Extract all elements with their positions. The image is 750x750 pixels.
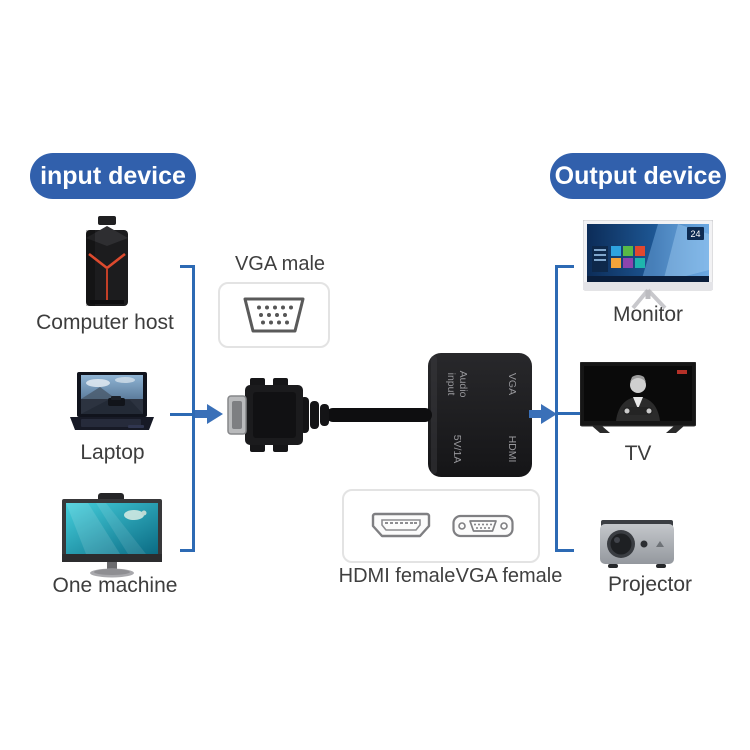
tv-image [579,361,697,438]
output-arrow-shaft [529,410,541,418]
output-bracket-bottom-tick [556,549,574,552]
adapter-vga-port-label: VGA [505,372,518,396]
input-arrow-shaft [195,410,207,418]
input-bracket-mid-line [170,413,194,416]
laptop-label: Laptop [80,441,145,464]
computer-host-image [78,214,136,312]
input-bracket-line [192,265,195,552]
projector-image [600,518,674,572]
output-bracket-mid-line [556,412,581,415]
laptop-image [68,372,156,434]
projector-label: Projector [607,573,693,596]
output-bracket-line [555,265,558,552]
adapter-hdmi-port-label: HDMI [505,435,518,463]
adapter-audio-port-label: Audio input [445,370,469,398]
vga-female-label: VGA female [455,565,563,587]
one-machine-image [62,493,162,579]
tv-label: TV [624,442,652,465]
monitor-image: 24 [582,219,714,310]
vga-male-icon [243,297,305,333]
input-device-badge: input device [30,153,196,199]
vga-male-callout-box [218,282,330,348]
adapter-image [226,350,532,480]
input-arrow-icon [207,404,223,424]
output-device-badge: Output device [550,153,726,199]
monitor-badge-text: 24 [690,229,700,239]
computer-host-label: Computer host [36,311,174,334]
input-bracket-top-tick [180,265,193,268]
output-bracket-top-tick [556,265,574,268]
adapter-power-port-label: 5V/1A [450,434,463,464]
vga-male-label: VGA male [234,253,326,275]
hdmi-female-label: HDMI female [338,565,456,587]
hdmi-female-icon [371,512,431,538]
monitor-label: Monitor [612,303,684,326]
output-arrow-icon [541,404,557,424]
female-ports-callout-box [342,489,540,563]
vga-female-icon [452,514,514,538]
one-machine-label: One machine [52,574,178,597]
input-bracket-bottom-tick [180,549,193,552]
